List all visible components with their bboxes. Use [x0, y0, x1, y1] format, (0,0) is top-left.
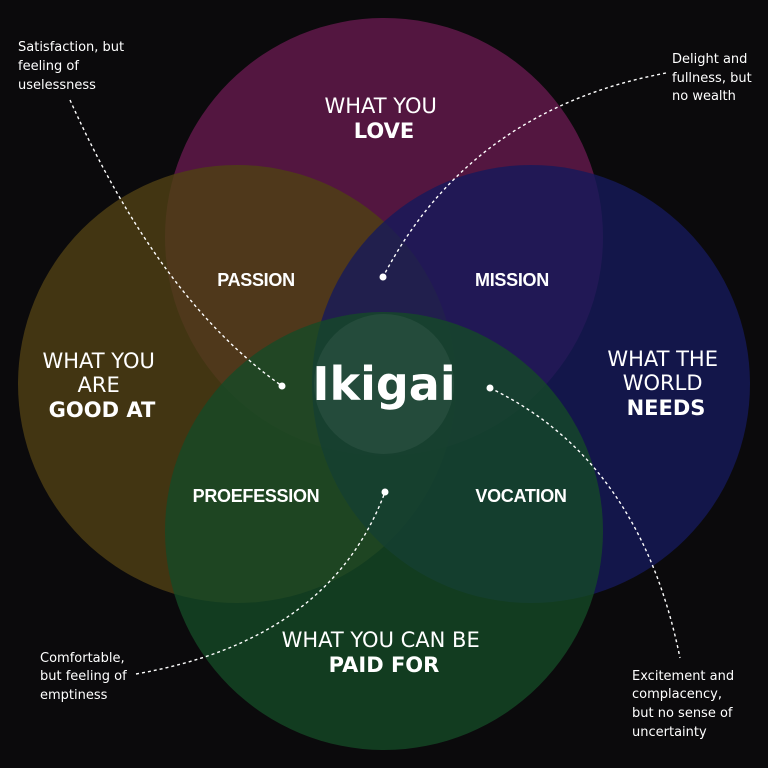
overlap-passion: PASSION [217, 270, 295, 290]
label-what-the-world-needs: WHAT THE WORLD NEEDS [607, 347, 724, 420]
annotation-delight: Delight and fullness, but no wealth [672, 52, 756, 104]
leader-satisfaction [69, 99, 283, 387]
annot-comfortable-line1: Comfortable, [40, 651, 125, 666]
overlap-profession: PROEFESSION [193, 486, 320, 506]
world-bold: NEEDS [627, 396, 706, 420]
label-what-you-are-good-at: WHAT YOU ARE GOOD AT [42, 349, 161, 422]
leader-excitement-dot [486, 384, 494, 392]
leader-satisfaction-dot [278, 382, 286, 390]
annot-delight-line2: fullness, but [672, 71, 752, 86]
label-what-you-love: WHAT YOU LOVE [324, 94, 443, 143]
annotation-comfortable: Comfortable, but feeling of emptiness [40, 651, 131, 703]
paid-line1: WHAT YOU CAN BE [282, 628, 480, 652]
annot-comfortable-line3: emptiness [40, 688, 108, 703]
good-at-line1: WHAT YOU [42, 349, 154, 373]
annot-satisfaction-line1: Satisfaction, but [18, 40, 124, 55]
leader-excitement [489, 387, 681, 659]
overlap-mission: MISSION [475, 270, 549, 290]
good-at-line2: ARE [78, 373, 120, 397]
label-what-you-can-be-paid-for: WHAT YOU CAN BE PAID FOR [282, 628, 487, 677]
annot-delight-line1: Delight and [672, 52, 747, 67]
annot-comfortable-line2: but feeling of [40, 669, 127, 684]
leader-delight-dot [379, 273, 387, 281]
annot-satisfaction-line3: uselessness [18, 78, 96, 93]
annot-delight-line3: no wealth [672, 89, 736, 104]
center-highlight [314, 314, 454, 454]
paid-bold: PAID FOR [329, 653, 440, 677]
leader-comfortable [135, 491, 386, 675]
world-line2: WORLD [623, 371, 703, 395]
good-at-bold: GOOD AT [49, 398, 156, 422]
circle-what-you-can-be-paid-for [165, 312, 603, 750]
annot-satisfaction-line2: feeling of [18, 59, 79, 74]
annot-excitement-line2: complacency, [632, 687, 722, 702]
annotation-satisfaction: Satisfaction, but feeling of uselessness [18, 40, 128, 93]
love-bold: LOVE [354, 119, 415, 143]
leader-comfortable-dot [381, 488, 389, 496]
world-line1: WHAT THE [607, 347, 718, 371]
overlap-vocation: VOCATION [475, 486, 566, 506]
annot-excitement-line4: uncertainty [632, 725, 707, 740]
annot-excitement-line3: but no sense of [632, 706, 733, 721]
annot-excitement-line1: Excitement and [632, 669, 734, 684]
center-ikigai: Ikigai [312, 357, 455, 411]
leader-delight [382, 72, 667, 278]
love-line1: WHAT YOU [324, 94, 436, 118]
annotation-excitement: Excitement and complacency, but no sense… [632, 669, 738, 740]
circles [18, 18, 750, 750]
